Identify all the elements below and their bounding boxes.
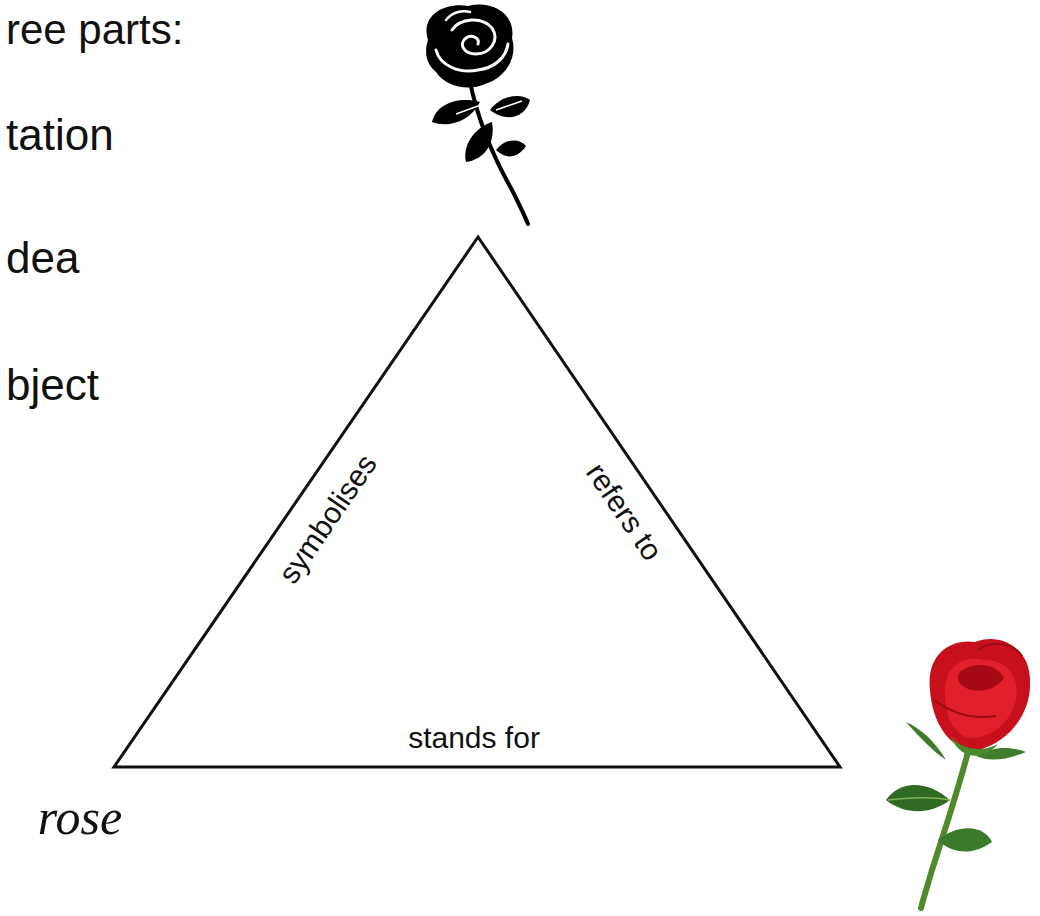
side-label: stands for [408, 721, 540, 756]
list-item: bject [6, 360, 99, 411]
triangle [114, 237, 840, 767]
list-item: dea [6, 233, 79, 284]
intro-fragment: ree parts: [6, 6, 183, 54]
symbol-word: rose [38, 789, 122, 847]
list-item: tation [6, 110, 114, 161]
black-rose-icon [426, 5, 530, 224]
side-label: refers to [579, 457, 670, 567]
red-rose-picture [886, 639, 1030, 908]
side-label: symbolises [272, 448, 384, 590]
